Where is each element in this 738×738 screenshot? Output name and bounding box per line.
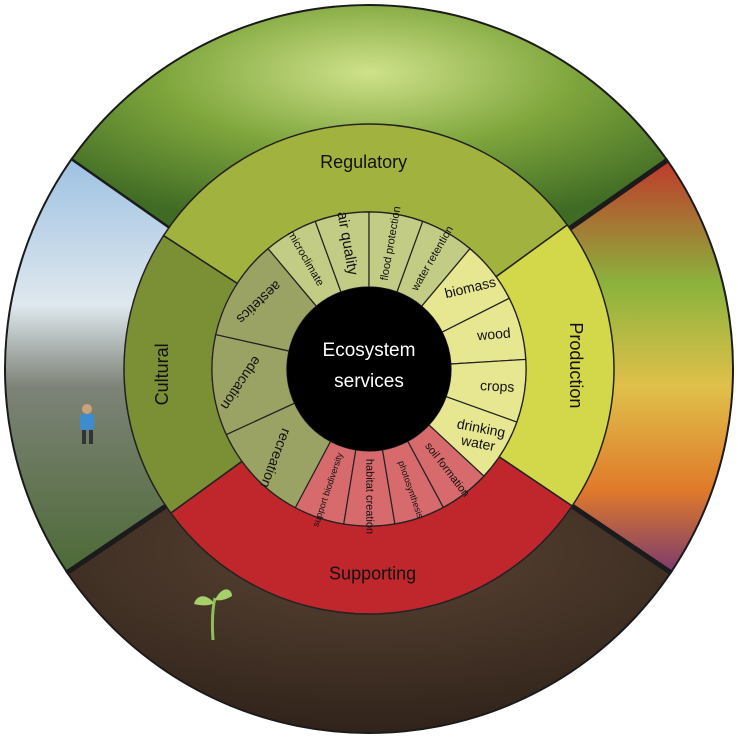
supporting-item-label: habitat creation — [363, 459, 375, 534]
center-circle — [287, 287, 451, 451]
regulatory-category-label: Regulatory — [320, 152, 407, 172]
production-photo-wedge — [569, 160, 732, 572]
seedling-icon — [194, 589, 232, 641]
regulatory-photo-wedge — [71, 6, 667, 229]
hiker-icon — [80, 404, 94, 444]
supporting-category-label: Supporting — [329, 564, 416, 584]
production-category-label: Production — [566, 322, 586, 408]
cultural-category-label: Cultural — [152, 343, 172, 405]
cultural-photo-wedge — [5, 160, 169, 572]
production-item-label: wood — [475, 324, 511, 343]
center-title-line2: services — [334, 371, 404, 392]
production-item-label: crops — [480, 377, 515, 395]
center-title-line1: Ecosystem — [323, 340, 416, 361]
